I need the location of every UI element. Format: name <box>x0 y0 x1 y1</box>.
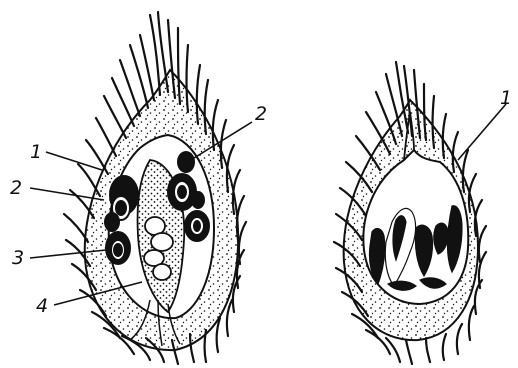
label-4-left: 4 <box>36 295 48 317</box>
right-labels: 1 <box>500 87 512 109</box>
right-leader-lines <box>458 104 506 160</box>
left-section-drawing <box>64 12 246 364</box>
label-3-left: 3 <box>12 247 24 269</box>
label-2-left-upper: 2 <box>255 103 267 125</box>
label-1-left: 1 <box>30 141 42 163</box>
label-2-left-lower: 2 <box>10 177 22 199</box>
label-1-right: 1 <box>500 87 512 109</box>
right-section-drawing <box>334 62 486 364</box>
